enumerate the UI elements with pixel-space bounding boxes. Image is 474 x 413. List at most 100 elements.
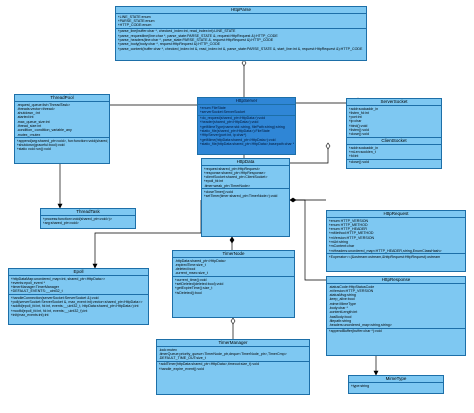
class-member: -expiredTime:size_t (174, 262, 206, 267)
class-attributes: +httpDataMap:unordered_map<int, shared_p… (9, 276, 148, 296)
class-member: -DEFAULT_TIME_OUT:size_t (158, 356, 206, 361)
class-attributes: +type:string (349, 383, 443, 388)
class-member: -headers:unordered_map<string,string> (328, 323, 392, 328)
class-member: -thread_size:int (16, 123, 42, 128)
class-attributes: +enum FileState+serverSocket:ServerSocke… (198, 105, 295, 116)
class-member: -httpData:shared_ptr<HttpData> (174, 258, 226, 263)
class-title: HttpParse (116, 7, 366, 14)
class-member: +type:string (350, 383, 370, 388)
class-box-httpparse: HttpParse+LINE_STATE:enum+PARSE_STATE:en… (115, 6, 367, 61)
class-member: -statusMsg:string (328, 293, 356, 298)
class-member: +getMimeType(name:std::string, filePath:… (199, 124, 285, 129)
class-box-httprequest: HttpRequest+enum HTTP_VERSION+enum HTTP_… (326, 210, 466, 272)
class-box-mimetype: MimeType+type:string (348, 375, 444, 394)
class-member: +parse_body(body:char *, request:HttpReq… (117, 42, 221, 47)
class-member: +append(arg:shared_ptr<void>, fun:functi… (16, 138, 108, 143)
class-box-timernode: TimerNode-httpData:shared_ptr<HttpData>-… (172, 250, 295, 318)
class-member: +enum HTTP_METHOD (328, 222, 368, 227)
class-member: +handleConnection(serverSocket:ServerSoc… (10, 295, 99, 300)
class-member: +addr:sockaddr_in (348, 145, 379, 150)
class-member: +isDeleted():bool (174, 290, 202, 295)
class-member: +do_request(shared_ptr<HttpData>):void (199, 116, 266, 121)
class-attributes: +addr:sockaddr_in+mLen:socklen_t+fd:int (347, 145, 441, 160)
class-member: -mutex_:mutex (16, 132, 41, 137)
class-member: +LINE_STATE:enum (117, 14, 151, 19)
class-member: +timerManager:TimerManager (10, 285, 60, 290)
class-member: +ip:char (348, 119, 362, 124)
class-member: +closeTimer():void (203, 189, 234, 194)
class-member: -max_queue_size:int (16, 119, 50, 124)
class-member: +parse_line(buffer:char *, checked_index… (117, 29, 236, 34)
class-member: +enum HTTP_HEADER (328, 227, 367, 232)
class-member: +listen():void (348, 127, 369, 132)
class-member: +mVersion:HTTP_VERSION (328, 235, 375, 240)
class-member: +arg:shared_ptr<void> (42, 220, 79, 225)
class-title: HttpData (202, 159, 289, 166)
class-title: HttpResponse (327, 277, 465, 284)
class-methods: +addTimer(httpData:shared_ptr<HttpData>,… (157, 362, 309, 372)
class-member: +Eoperator<<(&ostream:ostream,&httpReque… (328, 254, 441, 259)
class-member: +static_file(httpData:shared_ptr<HttpDat… (199, 141, 294, 146)
class-member: -body:char * (328, 305, 348, 310)
class-methods: +append(arg:shared_ptr<void>, fun:functi… (15, 138, 109, 152)
class-attributes: +process:function<void(shared_ptr<void>)… (41, 216, 135, 226)
class-member: +poll(serverSocket:ServerSocket &, max_e… (10, 299, 143, 304)
class-title: ServerSocket (347, 99, 441, 106)
class-title: Epoll (9, 269, 148, 276)
class-box-httpdata: HttpData+request:shared_ptr<HttpRequest>… (201, 158, 290, 237)
class-member: +shutdown(graceful:bool):void (16, 143, 65, 148)
class-member: +static void run():void (16, 147, 51, 152)
class-attributes: +LINE_STATE:enum+PARSE_STATE:enum+HTTP_C… (116, 14, 366, 29)
class-member: -request_queue:list<ThreadTask> (16, 102, 71, 107)
class-member: +header(shared_ptr<HttpData>):void (199, 120, 259, 125)
class-member: +mMethod:HTTP_METHOD (328, 231, 374, 236)
class-title: ThreadTask (41, 209, 135, 216)
class-member: -deleted:bool (174, 267, 196, 272)
class-box-timermanager: TimerManager-lock:mutex-timerQueue:prior… (156, 339, 310, 395)
class-member: +appendBuffer(buffer:char *):void (328, 329, 382, 334)
class-member: -hasBody:bool (328, 314, 352, 319)
class-member: -mime:MimeType (328, 301, 357, 306)
class-attributes: -httpData:shared_ptr<HttpData>-expiredTi… (173, 258, 294, 278)
class-box-threadtask: ThreadTask+process:function<void(shared_… (40, 208, 136, 229)
class-member: +port:int (348, 115, 362, 120)
class-member: +mLen:socklen_t (348, 149, 376, 154)
class-member: +response:shared_ptr<HttpResponse> (203, 170, 266, 175)
class-title: TimerNode (173, 251, 294, 258)
class-member: +current_time():void (174, 277, 207, 282)
class-member: -filepath:string (328, 318, 352, 323)
class-member: +getExpireTime():size_t (174, 286, 213, 291)
class-methods: +handleConnection(serverSocket:ServerSoc… (9, 295, 148, 317)
class-member: +process:function<void(shared_ptr<void>)… (42, 216, 112, 221)
class-member: -keep_alive:bool (328, 297, 355, 302)
class-member: +bind():void (348, 123, 368, 128)
class-member: +PARSE_STATE:enum (117, 18, 155, 23)
class-member: -contentLength:int (328, 310, 358, 315)
class-member: +parse_headers(line:char *, parse_state:… (117, 37, 274, 42)
class-member: +parse_requestline(line:char *, parse_st… (117, 33, 278, 38)
class-member: +addTimer(httpData:shared_ptr<HttpData>,… (158, 362, 259, 367)
class-member: +listen_fd:int (348, 110, 369, 115)
class-methods: +parse_line(buffer:char *, checked_index… (116, 29, 366, 51)
class-member: +handle_expire_event():void (158, 366, 204, 371)
class-member: +setDeleted(deleted:bool):void (174, 281, 224, 286)
class-methods: +current_time():void+setDeleted(deleted:… (173, 277, 294, 295)
class-member: -statusCode:HttpStatusCode (328, 284, 375, 289)
class-box-httpserver: HttpServer+enum FileState+serverSocket:S… (197, 97, 296, 155)
class-member: +serverSocket:ServerSocket (199, 109, 246, 114)
class-member: -timer:weak_ptr<TimerNode> (203, 183, 251, 188)
class-member: +request:shared_ptr<HttpRequest> (203, 166, 260, 171)
class-member: -shutdown_:int (16, 111, 40, 116)
class-member: +modfd(epoll_fd:int, fd:int, events:__ui… (10, 308, 88, 313)
class-member: +static_file(shared_ptr<HttpData>):FileS… (199, 128, 270, 133)
class-methods: +close():void (347, 160, 441, 165)
class-member: +addr:sockaddr_in (348, 106, 379, 111)
class-attributes: +request:shared_ptr<HttpRequest>+respons… (202, 166, 289, 190)
class-member: +setTimer(timer:shared_ptr<TimerNode>):v… (203, 194, 278, 199)
class-box-threadpool: ThreadPool-request_queue:list<ThreadTask… (14, 94, 110, 164)
class-title: HttpRequest (327, 211, 465, 218)
class-methods: +Eoperator<<(&ostream:ostream,&httpReque… (327, 254, 465, 259)
class-attributes: -request_queue:list<ThreadTask>-threads:… (15, 102, 109, 139)
class-member: +httpDataMap:unordered_map<int, shared_p… (10, 276, 106, 281)
